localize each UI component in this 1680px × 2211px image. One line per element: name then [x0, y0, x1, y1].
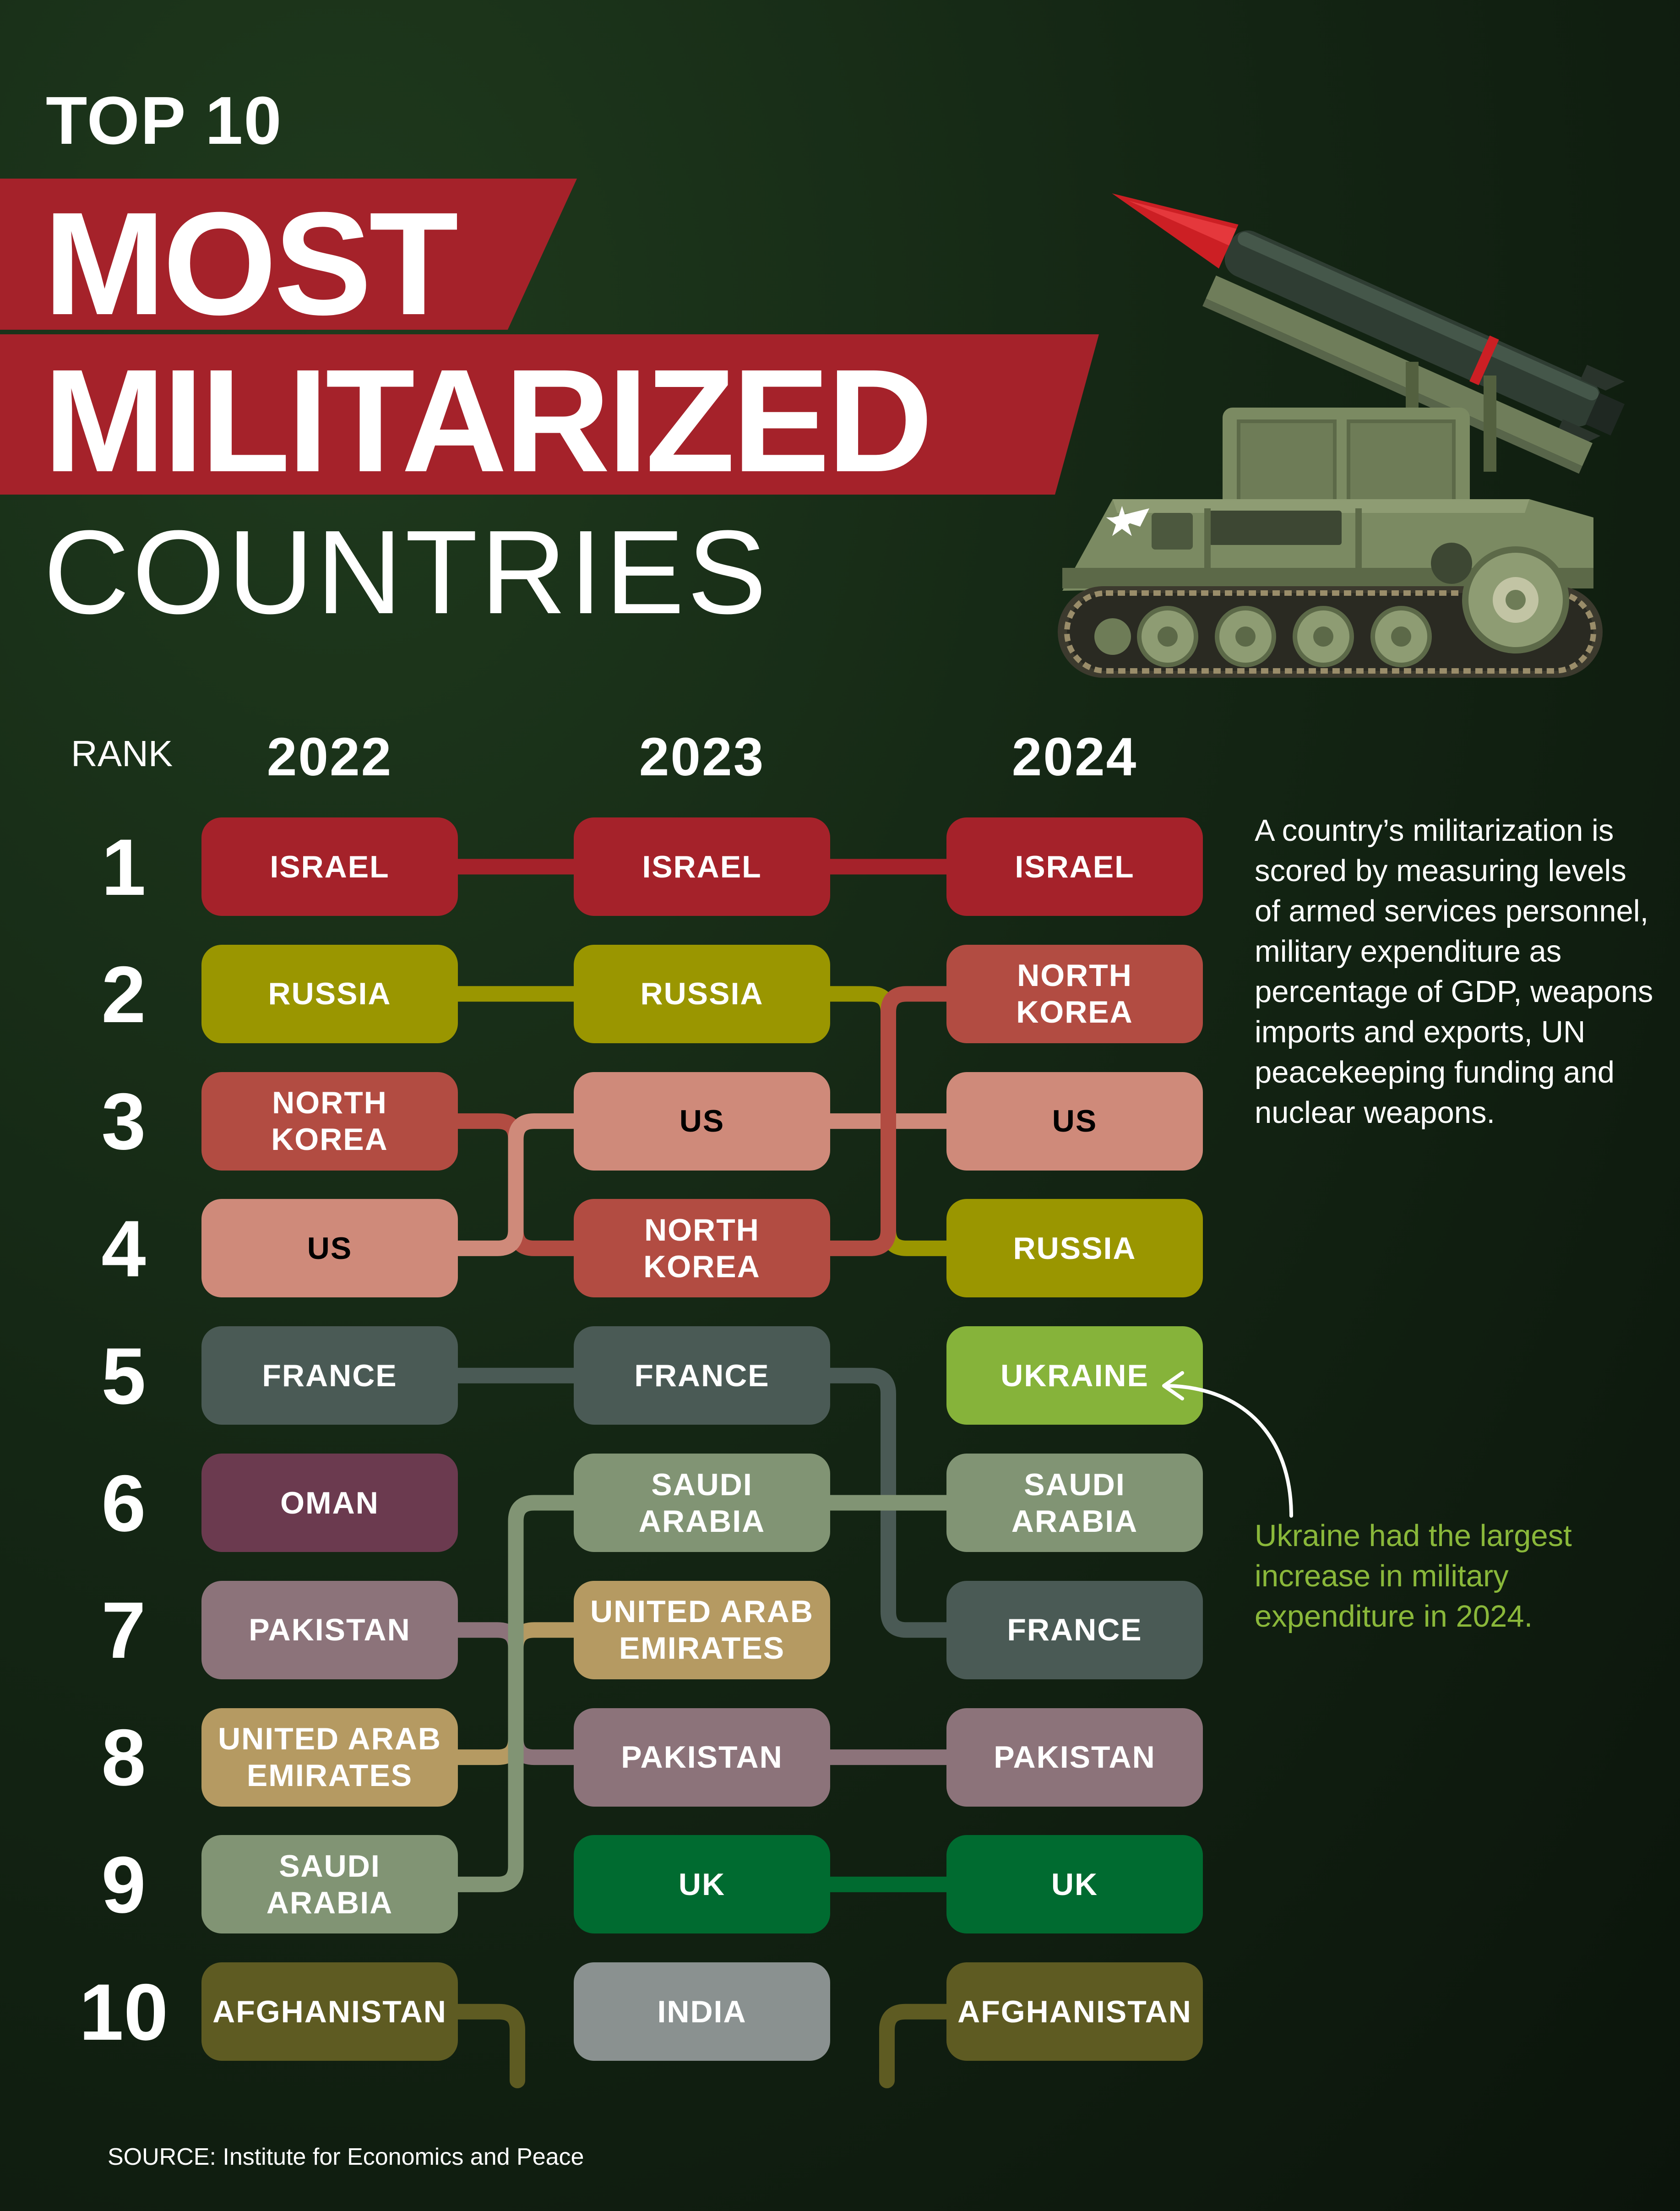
- rank-box-2023-pakistan: PAKISTAN: [574, 1708, 830, 1807]
- svg-text:★: ★: [1104, 498, 1141, 546]
- title-band-most: [0, 179, 577, 330]
- rank-box-2023-france: FRANCE: [574, 1326, 830, 1425]
- connector-north-korea: [813, 986, 963, 1256]
- rank-number: 10: [79, 1968, 169, 2057]
- rank-box-2023-us: US: [574, 1072, 830, 1171]
- rank-box-2024-russia: RUSSIA: [946, 1199, 1203, 1298]
- rank-box-2023-north-korea: NORTH KOREA: [574, 1199, 830, 1298]
- rank-box-2022-israel: ISRAEL: [201, 817, 458, 916]
- rank-number: 9: [101, 1841, 146, 1930]
- rank-number: 5: [101, 1332, 146, 1421]
- title-countries: COUNTRIES: [43, 506, 770, 639]
- rank-number: 2: [101, 950, 146, 1040]
- rank-box-2023-uk: UK: [574, 1835, 830, 1934]
- rank-box-2024-afghanistan: AFGHANISTAN: [946, 1962, 1203, 2061]
- rank-number: 8: [101, 1713, 146, 1803]
- connector-entry-afghanistan: [879, 2004, 963, 2088]
- rank-box-2022-pakistan: PAKISTAN: [201, 1580, 458, 1679]
- source-credit: SOURCE: Institute for Economics and Peac…: [108, 2144, 584, 2170]
- rank-box-2024-north-korea: NORTH KOREA: [946, 944, 1203, 1043]
- rank-box-2022-afghanistan: AFGHANISTAN: [201, 1962, 458, 2061]
- year-header-2022: 2022: [266, 727, 393, 787]
- rank-box-2022-france: FRANCE: [201, 1326, 458, 1425]
- title-top10: TOP 10: [46, 83, 283, 158]
- connector-saudi-arabia: [441, 1495, 591, 1892]
- curved-arrow-icon: [1162, 1371, 1293, 1518]
- rank-box-2023-israel: ISRAEL: [574, 817, 830, 916]
- connector-us: [441, 1113, 591, 1256]
- title-most: MOST: [43, 181, 458, 345]
- rank-box-2022-united-arab-emirates: UNITED ARAB EMIRATES: [201, 1708, 458, 1807]
- title-band-militarized: [0, 334, 1099, 495]
- rank-box-2022-north-korea: NORTH KOREA: [201, 1072, 458, 1171]
- rank-number: 7: [101, 1586, 146, 1675]
- description-text: A country’s militarization is scored by …: [1255, 813, 1653, 1130]
- year-header-2024: 2024: [1011, 727, 1138, 787]
- missile-launcher-tank-icon: ★: [1058, 193, 1625, 678]
- rank-box-2024-france: FRANCE: [946, 1580, 1203, 1679]
- ukraine-annotation: Ukraine had the largest increase in mili…: [1255, 1519, 1572, 1634]
- rank-box-2023-saudi-arabia: SAUDI ARABIA: [574, 1454, 830, 1552]
- rank-box-2022-oman: OMAN: [201, 1454, 458, 1552]
- rank-box-2024-ukraine: UKRAINE: [946, 1326, 1203, 1425]
- rank-number: 6: [101, 1459, 146, 1548]
- title-militarized: MILITARIZED: [43, 338, 933, 502]
- rank-box-2022-russia: RUSSIA: [201, 944, 458, 1043]
- rank-box-2024-israel: ISRAEL: [946, 817, 1203, 916]
- connector-exit-afghanistan: [441, 2004, 525, 2088]
- rank-number: 4: [101, 1204, 146, 1294]
- rank-box-2024-us: US: [946, 1072, 1203, 1171]
- rank-box-2024-saudi-arabia: SAUDI ARABIA: [946, 1454, 1203, 1552]
- rank-box-2024-uk: UK: [946, 1835, 1203, 1934]
- rank-box-2023-india: INDIA: [574, 1962, 830, 2061]
- rank-box-2024-pakistan: PAKISTAN: [946, 1708, 1203, 1807]
- rank-box-2022-saudi-arabia: SAUDI ARABIA: [201, 1835, 458, 1934]
- rank-box-2023-russia: RUSSIA: [574, 944, 830, 1043]
- rank-box-2022-us: US: [201, 1199, 458, 1298]
- rank-box-2023-united-arab-emirates: UNITED ARAB EMIRATES: [574, 1580, 830, 1679]
- rank-number: 1: [101, 823, 146, 912]
- rank-header: RANK: [71, 733, 173, 774]
- rank-number: 3: [101, 1077, 146, 1166]
- year-header-2023: 2023: [639, 727, 765, 787]
